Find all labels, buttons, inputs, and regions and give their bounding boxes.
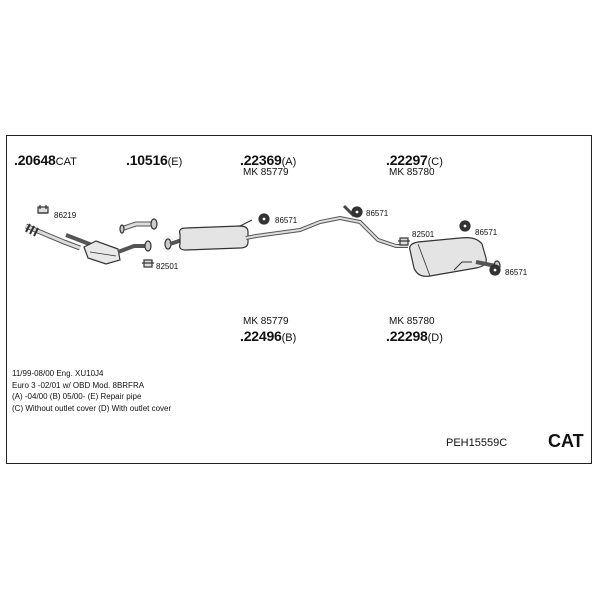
part-suffix: (C) (427, 156, 443, 168)
rubber-mount-86571-icon[interactable] (258, 213, 270, 225)
part-suffix: CAT (55, 156, 77, 168)
bracket-86219-icon[interactable] (37, 205, 49, 214)
mounting-kit-label: MK 85780 (389, 316, 435, 327)
rubber-mount-86571-icon[interactable] (342, 204, 363, 218)
part-code: .22496 (240, 328, 282, 344)
part-label-repair-pipe[interactable]: .10516(E) (126, 153, 182, 170)
mounting-kit-label: MK 85780 (389, 167, 435, 178)
part-label-catalyst[interactable]: .20648CAT (14, 153, 77, 170)
hardware-label: 82501 (412, 230, 435, 239)
rubber-mount-86571-icon[interactable] (459, 220, 471, 232)
hardware-label: 86571 (366, 209, 389, 218)
clamp-82501-icon[interactable] (398, 237, 410, 246)
part-label-middle-silencer-a[interactable]: .22369(A) (240, 153, 296, 170)
hardware-label: 86571 (475, 228, 498, 237)
part-suffix: (B) (281, 332, 297, 344)
mounting-kit-label: MK 85779 (243, 316, 289, 327)
note-line: (A) -04/00 (B) 05/00- (E) Repair pipe (12, 392, 142, 401)
part-code: .22369 (240, 152, 282, 168)
note-line: (C) Without outlet cover (D) With outlet… (12, 403, 172, 413)
part-code: .10516 (126, 152, 168, 168)
diagram-frame (6, 135, 592, 464)
repair-pipe-drawing[interactable] (119, 218, 158, 234)
hardware-label: 86219 (54, 211, 77, 220)
part-suffix: (E) (167, 156, 183, 168)
note-line: 11/99-08/00 Eng. XU10J4 (12, 369, 104, 378)
part-label-rear-silencer-c[interactable]: .22297(C) (386, 153, 443, 170)
rubber-mount-86571-icon[interactable] (489, 264, 501, 276)
part-code: .22297 (386, 152, 428, 168)
application-notes: 11/99-08/00 Eng. XU10J4 Euro 3 -02/01 w/… (12, 368, 171, 414)
cat-badge: CAT (548, 431, 584, 451)
mounting-kit-label: MK 85779 (243, 167, 289, 178)
part-suffix: (D) (427, 332, 443, 344)
front-pipe-catalyst-drawing[interactable] (25, 223, 152, 265)
hardware-label: 86571 (505, 268, 528, 277)
part-label-middle-silencer-b[interactable]: .22496(B) (240, 329, 296, 346)
part-label-rear-silencer-d[interactable]: .22298(D) (386, 329, 443, 346)
rear-silencer-drawing[interactable] (409, 237, 501, 277)
kit-code: PEH15559C (446, 437, 508, 449)
hardware-label: 82501 (156, 262, 179, 271)
clamp-82501-icon[interactable] (142, 259, 154, 268)
part-code: .20648 (14, 152, 56, 168)
middle-silencer-drawing[interactable] (164, 215, 408, 251)
hardware-label: 86571 (275, 216, 298, 225)
part-suffix: (A) (281, 156, 297, 168)
part-code: .22298 (386, 328, 428, 344)
note-line: Euro 3 -02/01 w/ OBD Mod. 8BRFRA (12, 380, 145, 390)
